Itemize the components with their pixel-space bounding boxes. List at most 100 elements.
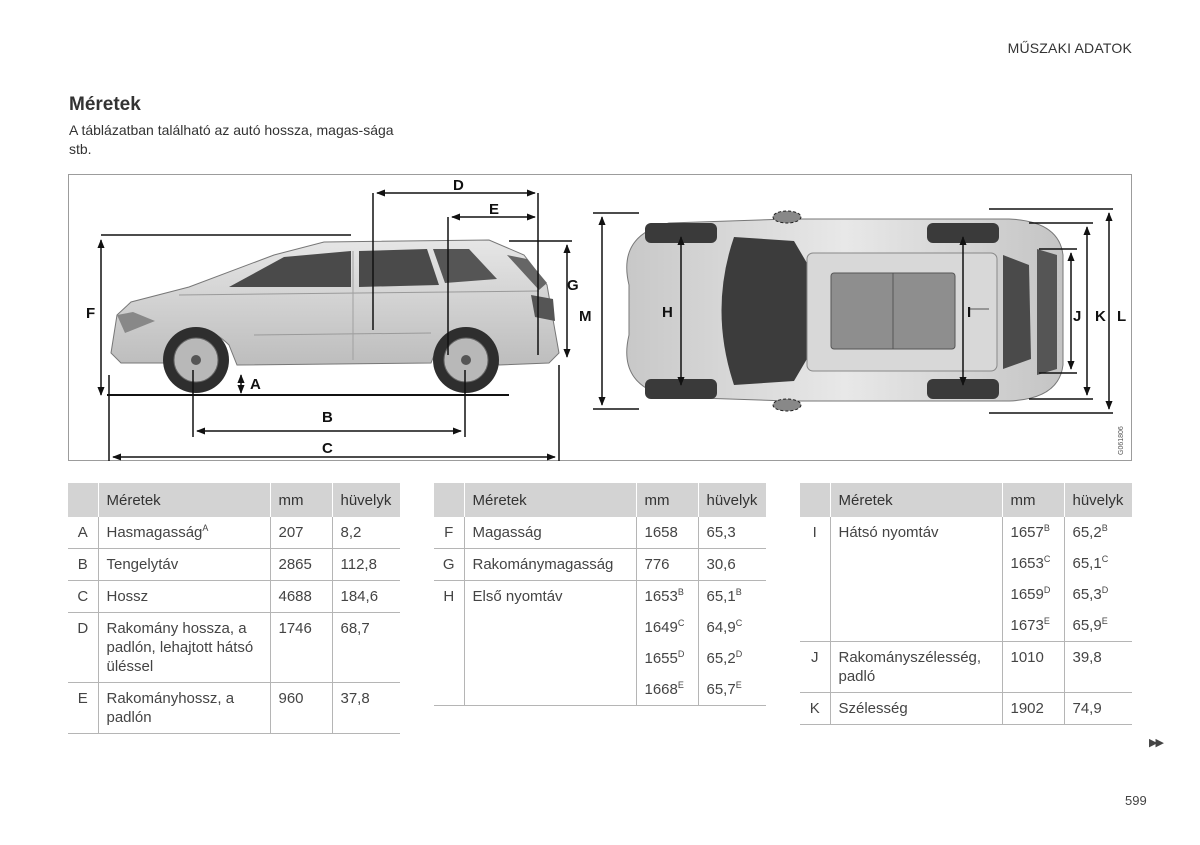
row-inch: 184,6 xyxy=(331,580,400,613)
row-mm: 1902 xyxy=(1001,692,1064,725)
row-inch: 37,8 xyxy=(331,682,400,734)
row-inch-value: 65,1B xyxy=(706,587,742,606)
footnote-marker: D xyxy=(1101,585,1109,595)
row-mm-value: 1658 xyxy=(644,524,678,541)
row-mm-value: 1655D xyxy=(644,649,685,668)
row-name: Tengelytáv xyxy=(97,548,270,581)
row-letter: C xyxy=(68,580,98,613)
row-mm-value: 1653C xyxy=(1010,554,1051,573)
row-name: Rakomány hossza, a padlón, lehajtott hát… xyxy=(97,612,270,683)
row-inch-value: 65,1C xyxy=(1072,554,1109,573)
label-b: B xyxy=(322,409,333,426)
footnote-marker: C xyxy=(1101,554,1109,564)
col-mm: mm xyxy=(635,483,698,517)
row-inch-value: 37,8 xyxy=(340,690,370,707)
row-mm-value: 1673E xyxy=(1010,616,1050,635)
row-mm: 2865 xyxy=(269,548,332,581)
row-mm: 1653B 1649C 1655D 1668E xyxy=(635,580,698,706)
row-mm: 776 xyxy=(635,548,698,581)
row-mm-value: 1668E xyxy=(644,680,684,699)
col-name: Méretek xyxy=(829,483,1002,517)
row-inch: 8,2 xyxy=(331,517,400,549)
row-inch-value: 65,3 xyxy=(706,524,736,541)
footnote-marker: C xyxy=(735,618,743,628)
row-inch-value: 74,9 xyxy=(1072,700,1102,717)
row-mm: 207 xyxy=(269,517,332,549)
row-mm: 960 xyxy=(269,682,332,734)
row-mm-value: 4688 xyxy=(278,588,312,605)
footnote-marker: B xyxy=(1043,523,1050,533)
row-mm: 1010 xyxy=(1001,641,1064,693)
footnote-marker: C xyxy=(1043,554,1051,564)
row-mm-value: 776 xyxy=(644,556,670,573)
footnote-marker: D xyxy=(677,649,685,659)
row-mm-value: 1653B xyxy=(644,587,684,606)
footnote-marker: A xyxy=(202,523,209,533)
row-letter: F xyxy=(434,517,464,549)
footnote-marker: E xyxy=(1101,616,1108,626)
footnote-marker: B xyxy=(735,587,742,597)
page-number: 599 xyxy=(1125,793,1147,808)
row-inch-value: 65,7E xyxy=(706,680,742,699)
row-inch: 30,6 xyxy=(697,548,766,581)
row-mm-value: 1659D xyxy=(1010,585,1051,604)
row-inch-value: 65,2B xyxy=(1072,523,1108,542)
row-letter: I xyxy=(800,517,830,642)
row-mm: 1746 xyxy=(269,612,332,683)
row-mm-value: 1649C xyxy=(644,618,685,637)
row-letter: K xyxy=(800,692,830,725)
col-letter xyxy=(434,483,464,517)
row-inch: 74,9 xyxy=(1063,692,1132,725)
label-i: I xyxy=(967,304,971,321)
row-mm-value: 1657B xyxy=(1010,523,1050,542)
label-k: K xyxy=(1095,308,1106,325)
footnote-marker: B xyxy=(677,587,684,597)
row-inch: 39,8 xyxy=(1063,641,1132,693)
footnote-marker: E xyxy=(735,680,742,690)
row-name: Rakománymagasság xyxy=(463,548,636,581)
footnote-marker: E xyxy=(1043,616,1050,626)
row-name: Szélesség xyxy=(829,692,1002,725)
footnote-marker: E xyxy=(677,680,684,690)
row-letter: G xyxy=(434,548,464,581)
row-name: Magasság xyxy=(463,517,636,549)
col-inch: hüvelyk xyxy=(1063,483,1132,517)
col-inch: hüvelyk xyxy=(697,483,766,517)
row-letter: J xyxy=(800,641,830,693)
row-mm: 1658 xyxy=(635,517,698,549)
row-inch-value: 65,3D xyxy=(1072,585,1109,604)
col-letter xyxy=(68,483,98,517)
footnote-marker: B xyxy=(1101,523,1108,533)
row-mm: 4688 xyxy=(269,580,332,613)
row-letter: E xyxy=(68,682,98,734)
label-h: H xyxy=(662,304,673,321)
row-inch-value: 112,8 xyxy=(340,556,377,573)
top-dimension-lines xyxy=(593,208,1113,414)
row-inch-value: 65,2D xyxy=(706,649,743,668)
row-mm-value: 1902 xyxy=(1010,700,1044,717)
row-inch-value: 65,9E xyxy=(1072,616,1108,635)
side-view-car xyxy=(107,239,560,396)
label-e: E xyxy=(489,201,499,218)
row-mm-value: 1010 xyxy=(1010,649,1044,666)
side-dimension-lines xyxy=(97,189,572,461)
label-a: A xyxy=(250,376,261,393)
footnote-marker: C xyxy=(677,618,685,628)
row-mm-value: 1746 xyxy=(278,620,312,637)
label-m: M xyxy=(579,308,592,325)
label-g: G xyxy=(567,277,579,294)
col-mm: mm xyxy=(1001,483,1064,517)
page-title: Méretek xyxy=(69,94,141,115)
